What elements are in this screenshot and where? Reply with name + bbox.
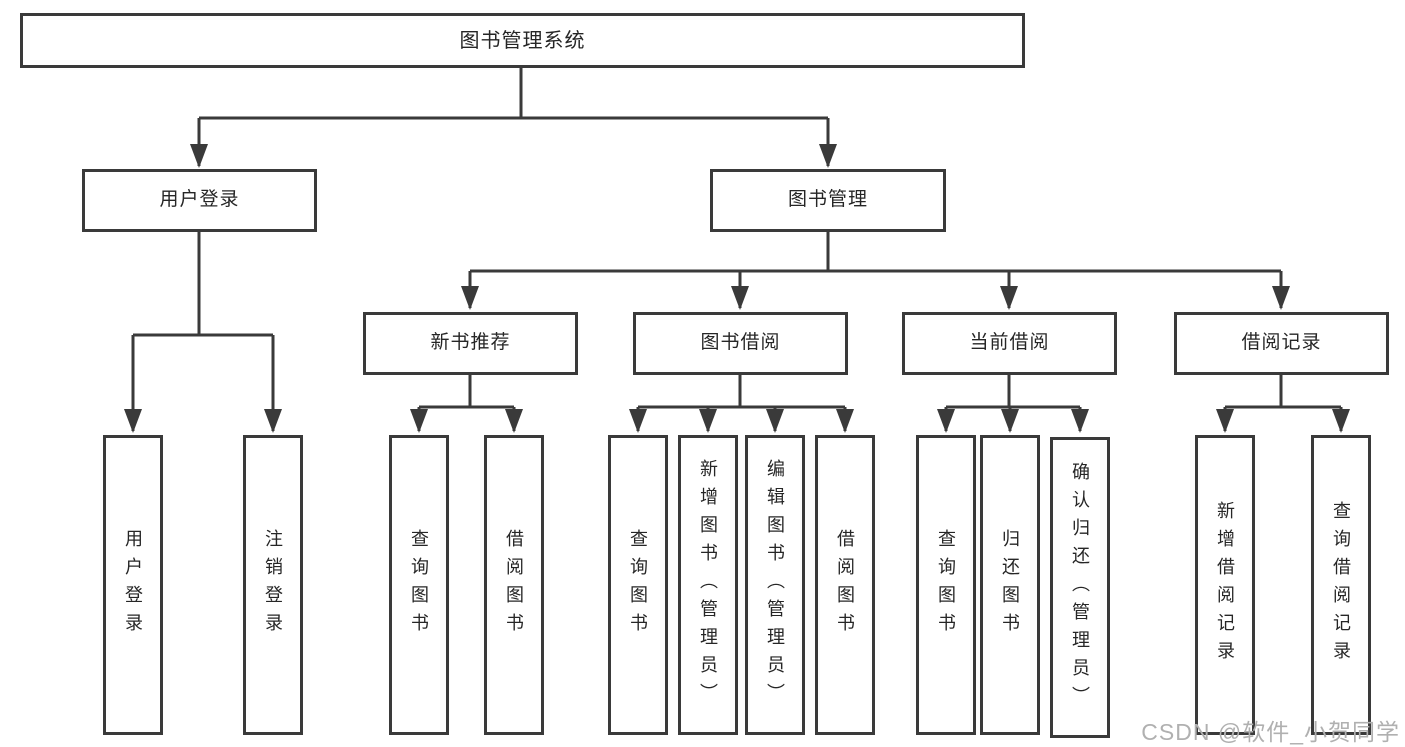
node-borrowing-records: 借阅记录 <box>1174 312 1389 375</box>
node-book-borrowing: 图书借阅 <box>633 312 848 375</box>
leaf-user-login: 用户登录 <box>103 435 163 735</box>
leaf-edit-books-admin: 编辑图书（管理员） <box>745 435 805 735</box>
leaf-query-books-recommend: 查询图书 <box>389 435 449 735</box>
node-current-borrowing: 当前借阅 <box>902 312 1117 375</box>
leaf-logout: 注销登录 <box>243 435 303 735</box>
leaf-query-books-current: 查询图书 <box>916 435 976 735</box>
leaf-borrow-books-borrowing: 借阅图书 <box>815 435 875 735</box>
leaf-add-borrow-record: 新增借阅记录 <box>1195 435 1255 735</box>
watermark: CSDN @软件_小贺同学 <box>1141 719 1400 745</box>
leaf-return-books: 归还图书 <box>980 435 1040 735</box>
leaf-add-books-admin: 新增图书（管理员） <box>678 435 738 735</box>
leaf-confirm-return-admin: 确认归还（管理员） <box>1050 437 1110 738</box>
node-library-system: 图书管理系统 <box>20 13 1025 68</box>
leaf-borrow-books-recommend: 借阅图书 <box>484 435 544 735</box>
node-new-book-recommendation: 新书推荐 <box>363 312 578 375</box>
leaf-query-borrow-record: 查询借阅记录 <box>1311 435 1371 735</box>
node-user-login: 用户登录 <box>82 169 317 232</box>
node-book-management: 图书管理 <box>710 169 946 232</box>
leaf-query-books-borrowing: 查询图书 <box>608 435 668 735</box>
